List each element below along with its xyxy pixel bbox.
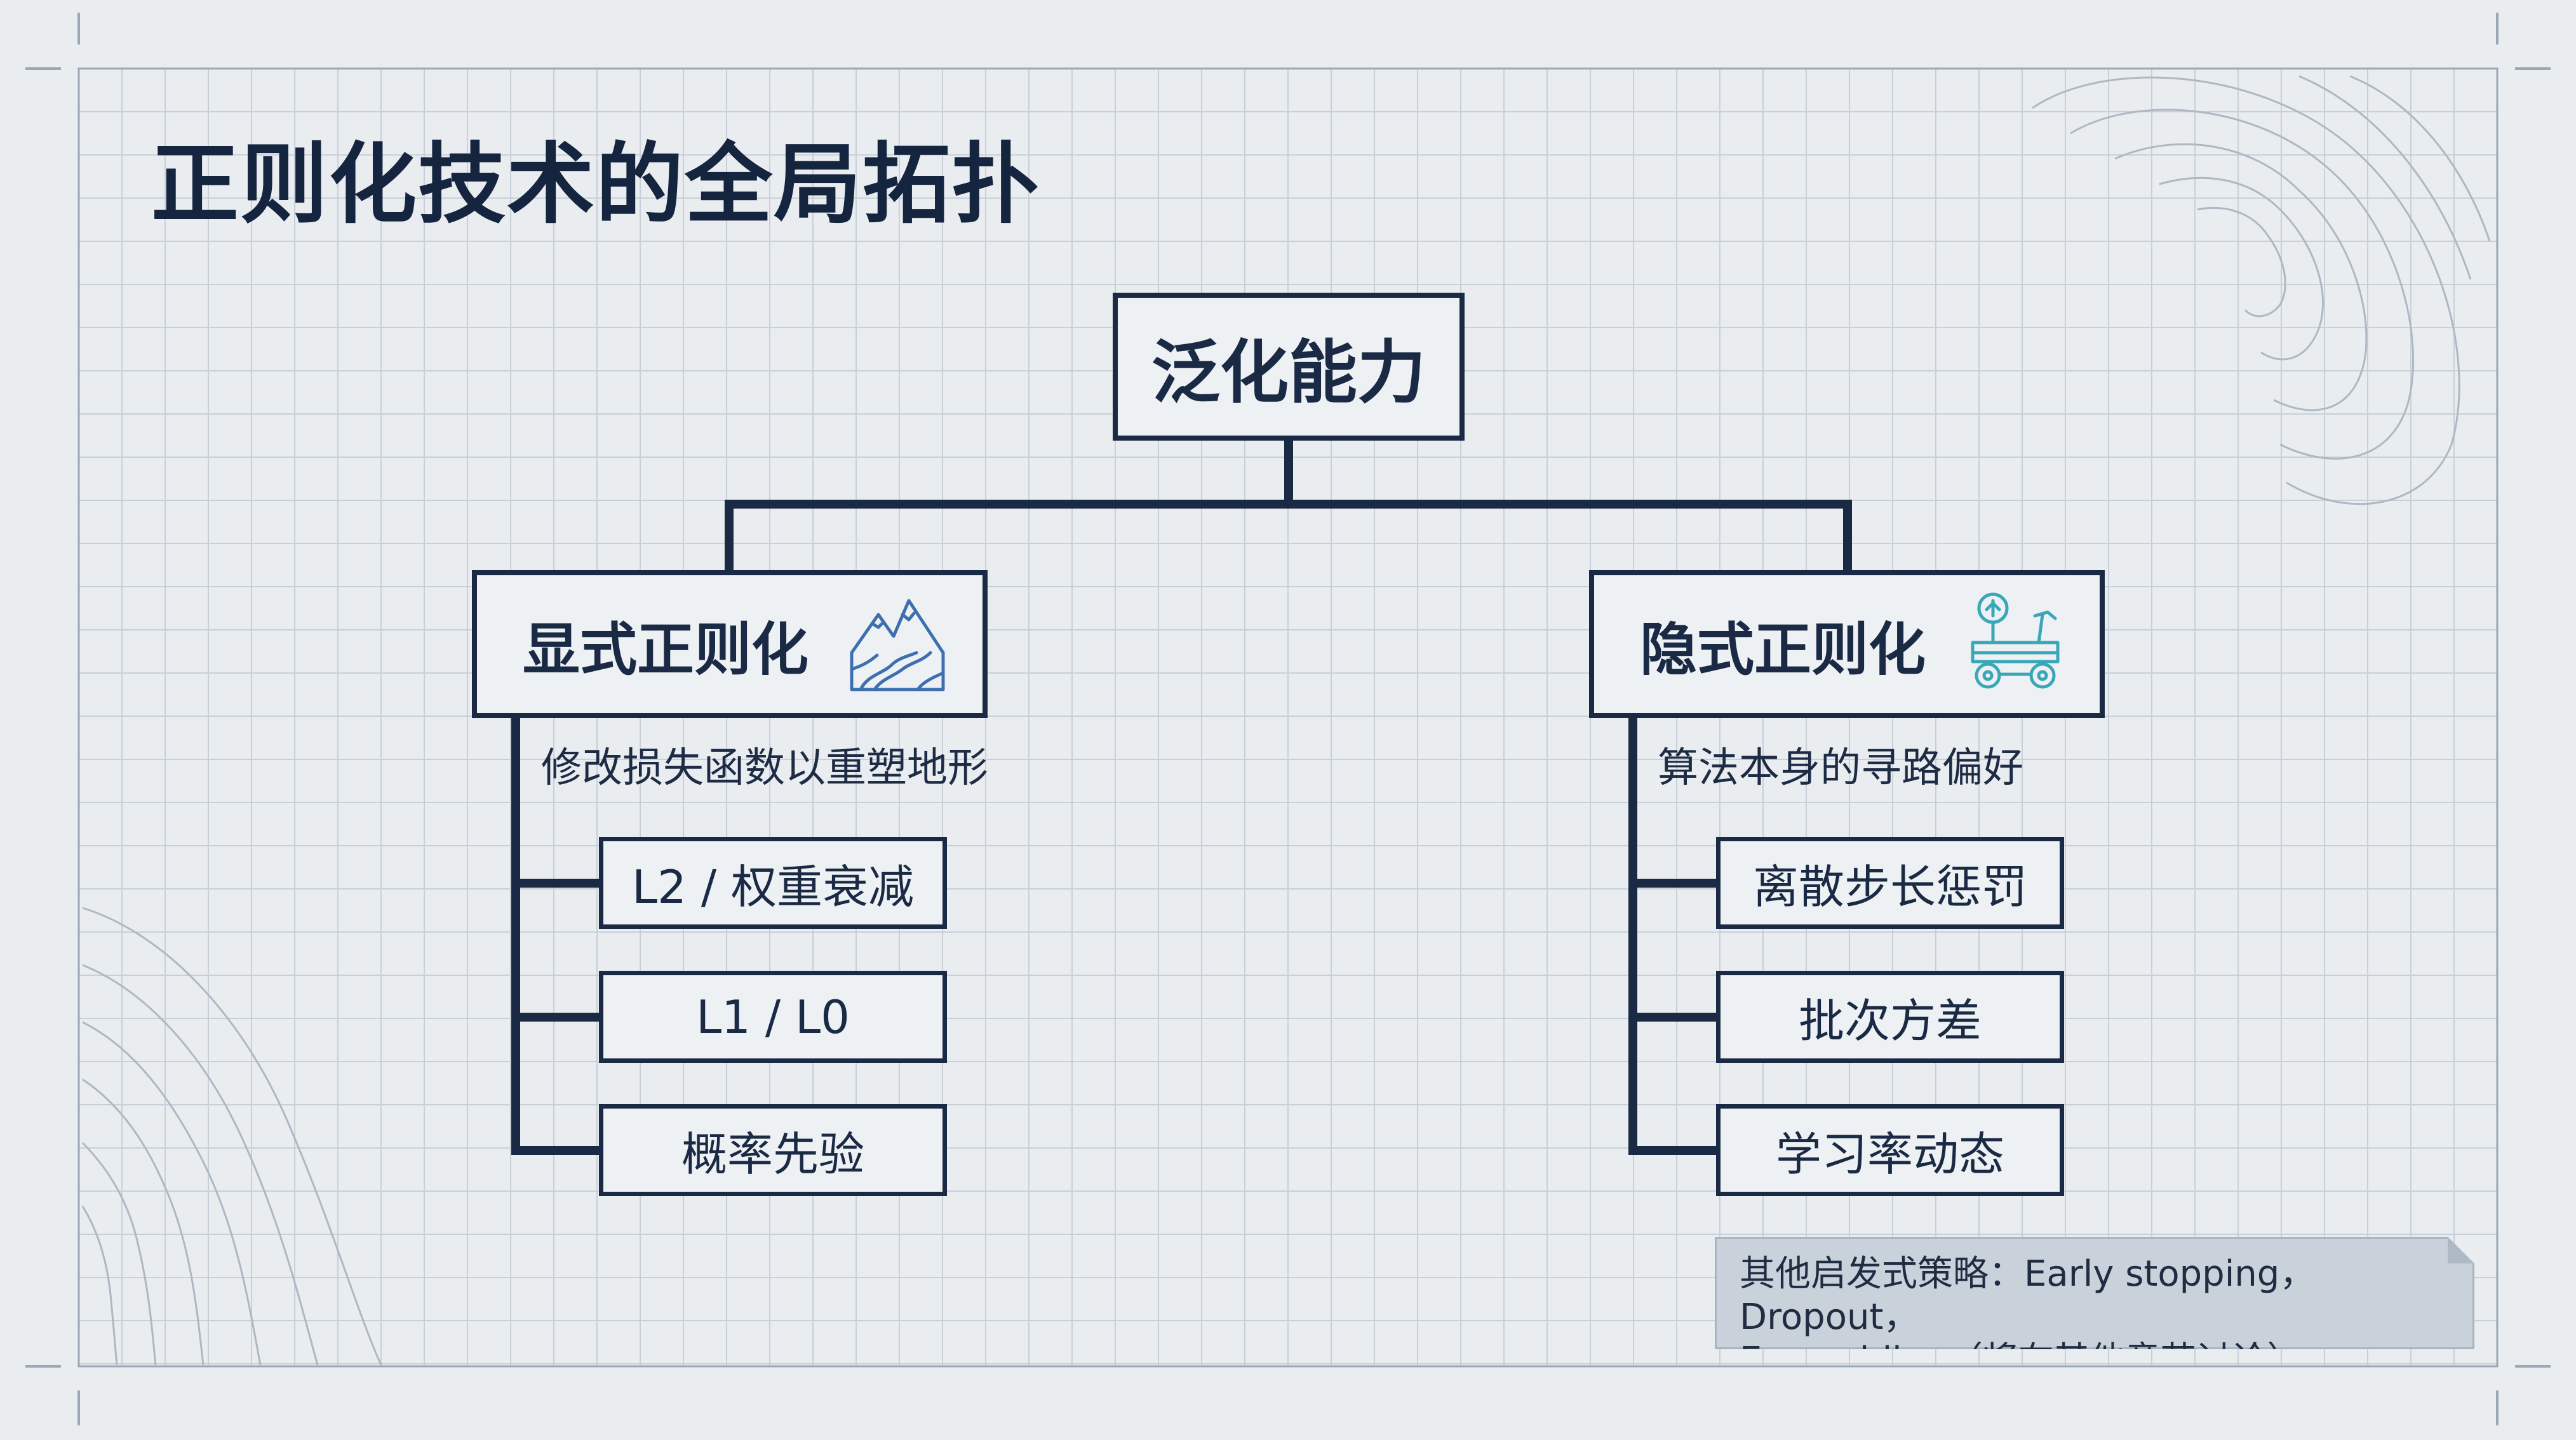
frame-border xyxy=(77,67,2499,1368)
mountain-map-icon xyxy=(850,599,945,691)
leaf-node: 学习率动态 xyxy=(1716,1104,2064,1196)
branch-node-label: 隐式正则化 xyxy=(1640,616,1926,683)
leaf-node-label: 概率先验 xyxy=(681,1128,864,1181)
leaf-node-label: L2 / 权重衰减 xyxy=(632,860,914,914)
branch-description: 算法本身的寻路偏好 xyxy=(1658,745,2023,792)
root-node: 泛化能力 xyxy=(1113,293,1465,441)
leaf-node: 批次方差 xyxy=(1716,971,2064,1063)
crop-marks xyxy=(25,13,2551,1425)
branch-node-implicit: 隐式正则化 xyxy=(1589,570,2105,718)
root-node-label: 泛化能力 xyxy=(1151,333,1426,413)
leaf-node-label: L1 / L0 xyxy=(696,990,850,1044)
leaf-node: 离散步长惩罚 xyxy=(1716,837,2064,929)
footnote-line-1: 其他启发式策略：Early stopping，Dropout， xyxy=(1740,1253,2316,1338)
page-title: 正则化技术的全局拓扑 xyxy=(151,133,1041,236)
tree-connectors xyxy=(511,436,1852,1155)
leaf-node-label: 批次方差 xyxy=(1798,994,1982,1048)
leaf-node: 概率先验 xyxy=(599,1104,947,1196)
footnote-card: 其他启发式策略：Early stopping，Dropout， Ensembli… xyxy=(1715,1237,2474,1349)
rover-icon xyxy=(1971,592,2060,689)
topographic-contours-bottom-left xyxy=(81,907,382,1366)
leaf-node-label: 离散步长惩罚 xyxy=(1752,860,2027,914)
leaf-node-label: 学习率动态 xyxy=(1775,1128,2004,1181)
topographic-contours-top-right xyxy=(2032,75,2491,505)
footnote-line-2: Ensembling（将在其他章节讨论） xyxy=(1740,1340,2303,1381)
branch-node-explicit: 显式正则化 xyxy=(472,570,988,718)
leaf-node: L1 / L0 xyxy=(599,971,947,1063)
leaf-node: L2 / 权重衰减 xyxy=(599,837,947,929)
branch-description: 修改损失函数以重塑地形 xyxy=(541,745,988,792)
branch-node-label: 显式正则化 xyxy=(523,616,808,683)
